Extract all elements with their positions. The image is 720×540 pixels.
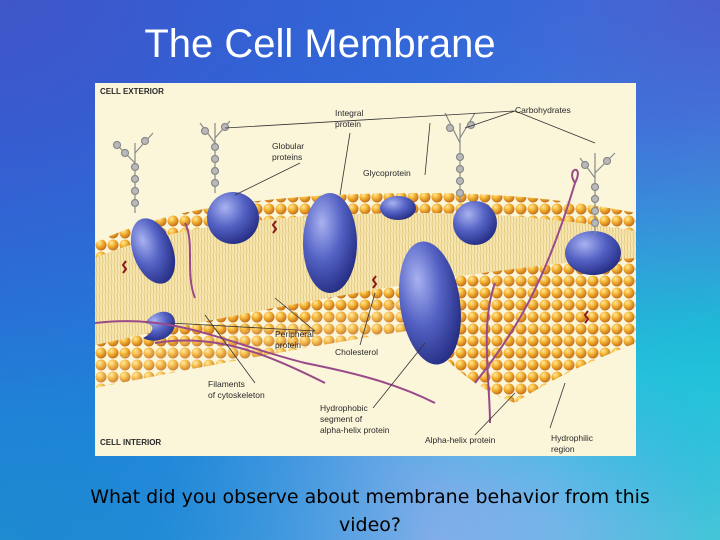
label-globular-proteins: Globular proteins [272, 141, 307, 162]
protein-globular-2 [207, 192, 259, 244]
label-hydrophobic-segment: Hydrophobic segment of alpha-helix prote… [320, 403, 390, 435]
slide-caption: What did you observe about membrane beha… [60, 483, 680, 539]
label-cell-interior: CELL INTERIOR [100, 438, 161, 447]
label-filaments: Filaments of cytoskeleton [208, 379, 265, 400]
lipid-bilayer [95, 193, 636, 403]
protein-integral [303, 193, 357, 293]
label-integral-protein: Integral protein [335, 108, 366, 129]
label-cell-exterior: CELL EXTERIOR [100, 87, 164, 96]
label-glycoprotein: Glycoprotein [363, 168, 411, 178]
slide-title: The Cell Membrane [0, 22, 720, 67]
label-hydrophilic-region: Hydrophilic region [551, 433, 595, 454]
protein-small-1 [380, 196, 416, 220]
protein-right [565, 231, 621, 275]
protein-glycoprotein [453, 201, 497, 245]
label-cholesterol: Cholesterol [335, 347, 378, 357]
cell-membrane-diagram: CELL EXTERIOR CELL INTERIOR Integral pro… [95, 83, 636, 456]
label-alpha-helix-protein: Alpha-helix protein [425, 435, 496, 445]
label-carbohydrates: Carbohydrates [515, 105, 571, 115]
